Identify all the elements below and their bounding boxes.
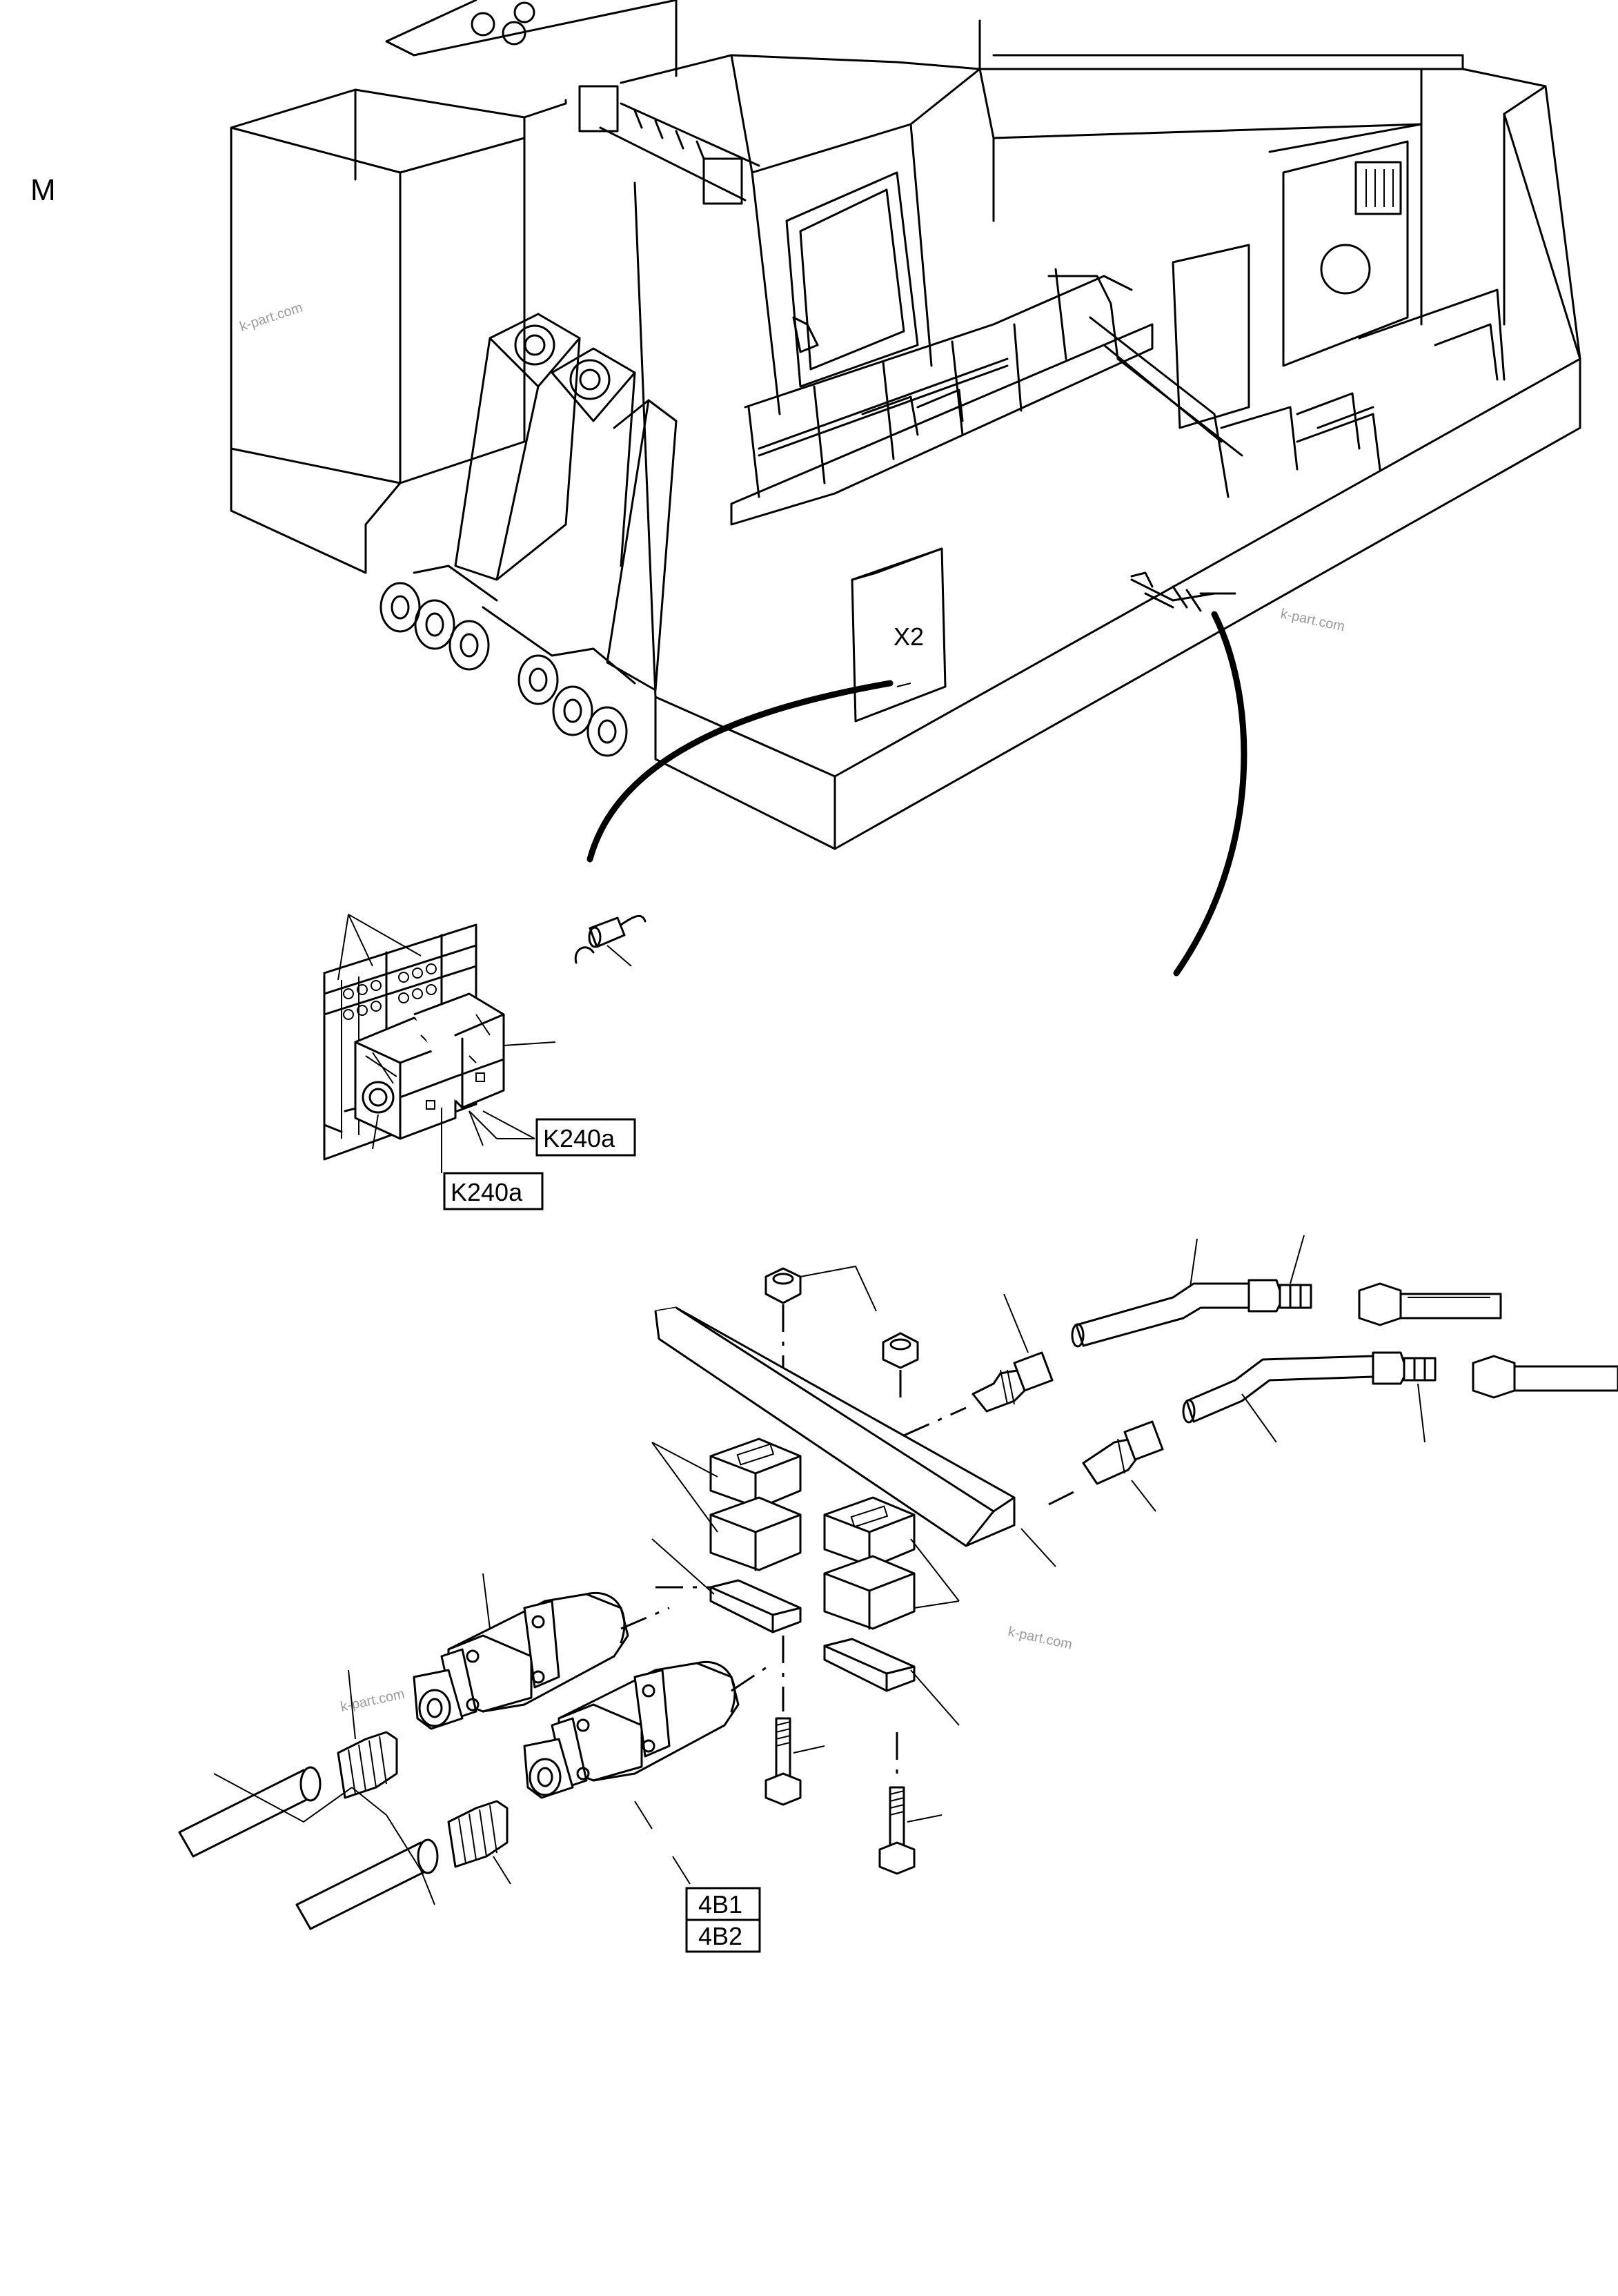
callout-arc-left xyxy=(586,680,894,863)
k240a-label-left: K240a xyxy=(451,1178,523,1206)
hose-right-upper xyxy=(1071,1235,1502,1348)
k240a-label-right: K240a xyxy=(543,1124,615,1152)
b1-label: 4B1 xyxy=(698,1890,742,1919)
b2-label: 4B2 xyxy=(698,1922,742,1950)
adapter-right-1 xyxy=(971,1293,1054,1413)
diode-part xyxy=(574,914,647,967)
hose-left-upper xyxy=(178,1769,319,1858)
watermark-1: k-part.com xyxy=(238,300,305,335)
hose-right-lower xyxy=(1182,1351,1618,1443)
page-letter: M xyxy=(30,173,56,207)
k240a-label-box-right xyxy=(535,1118,636,1157)
chain-links xyxy=(379,565,636,757)
relay-module xyxy=(323,914,556,1173)
callout-arc-right xyxy=(1173,611,1247,977)
adapter-right-2 xyxy=(1082,1420,1164,1512)
pipe-clamp-right xyxy=(823,1496,960,1726)
fittings-assembly xyxy=(178,1235,1618,1930)
watermark-4: k-part.com xyxy=(339,1687,406,1715)
bolt-1 xyxy=(764,1717,825,1806)
hose-left-lower xyxy=(295,1841,436,1930)
machine-illustration: X2 xyxy=(230,0,1581,850)
bolt-2 xyxy=(878,1786,943,1875)
watermark-3: k-part.com xyxy=(1007,1624,1074,1652)
watermark-2: k-part.com xyxy=(1279,606,1346,634)
adapter-left-1 xyxy=(337,1669,398,1799)
pressure-sensor-4b2 xyxy=(523,1661,740,1829)
pressure-sensor-4b1 xyxy=(413,1573,629,1730)
pipe-clamp-left xyxy=(651,1438,802,1633)
adapter-left-2 xyxy=(447,1800,511,1885)
x2-label: X2 xyxy=(894,622,924,651)
b2-label-box xyxy=(685,1919,761,1953)
k240a-label-box-left xyxy=(443,1172,544,1210)
